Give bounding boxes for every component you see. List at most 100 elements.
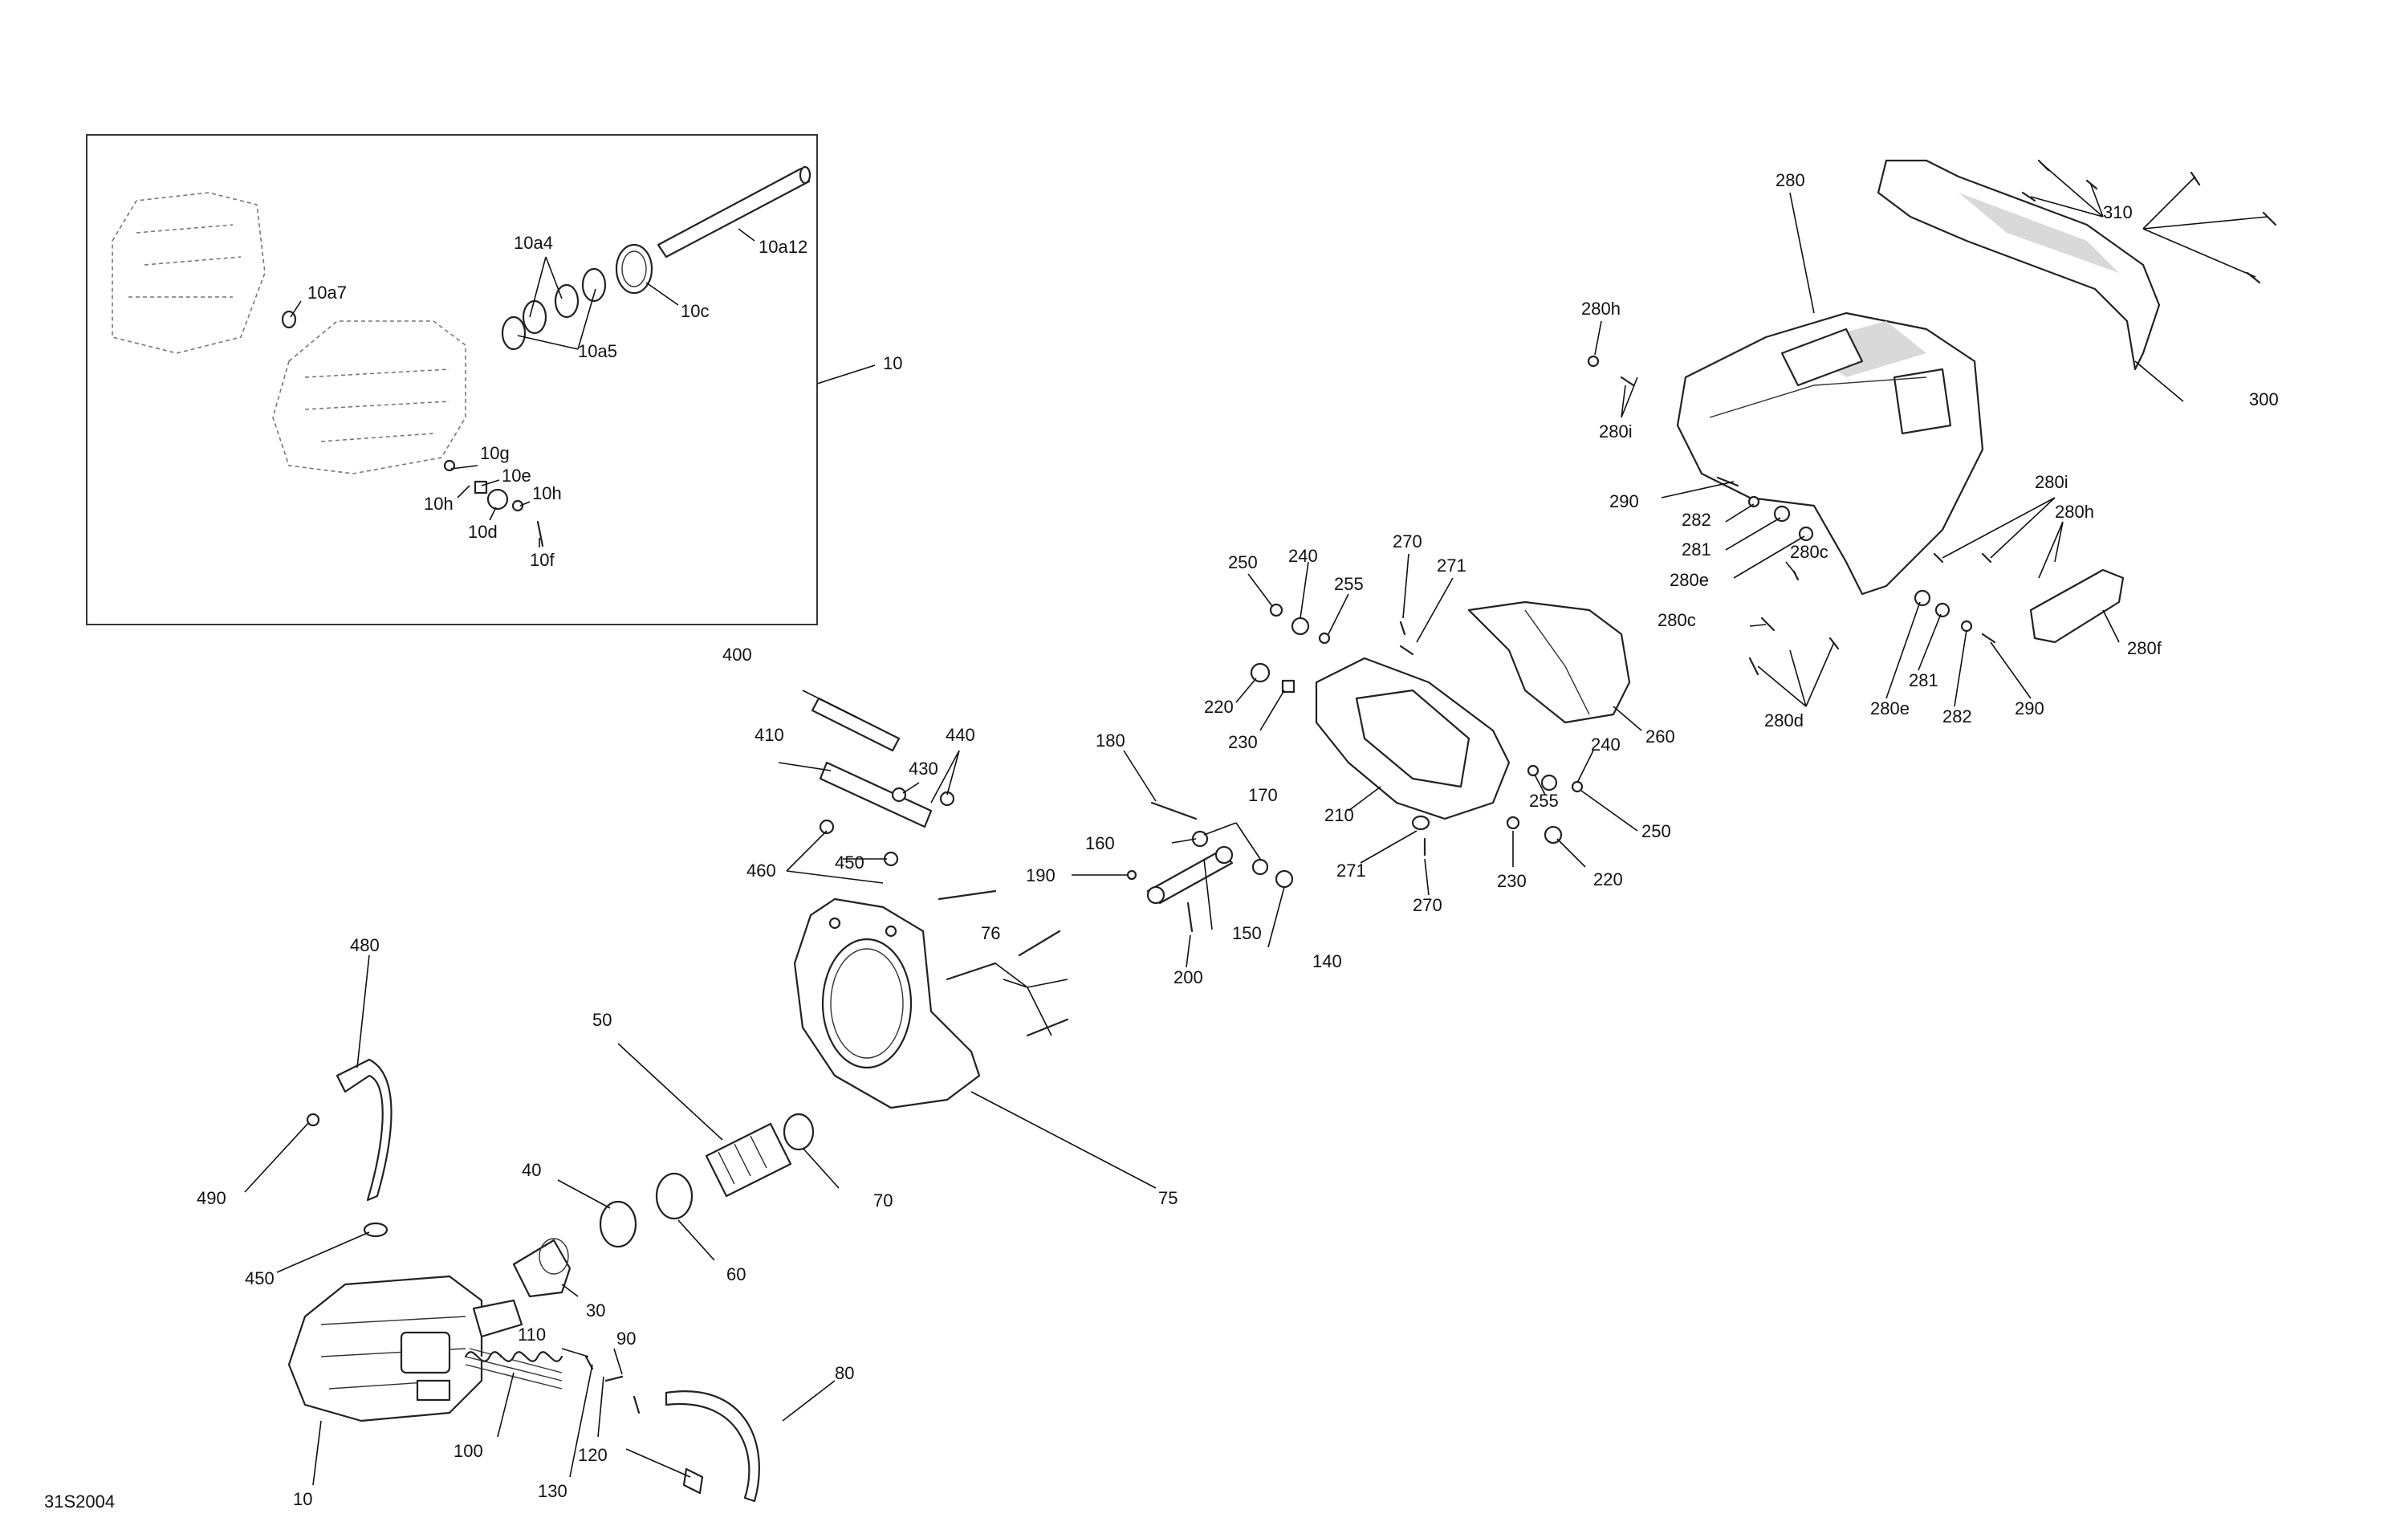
housing-ghost-front <box>272 320 466 474</box>
ring-10a4-a <box>522 299 547 335</box>
bolts-280i-right <box>1933 552 1992 564</box>
callout-60: 60 <box>726 1264 746 1284</box>
screw-10f <box>536 520 544 547</box>
callout-100: 100 <box>454 1441 483 1461</box>
callout-460: 460 <box>746 861 776 881</box>
callout-10a4: 10a4 <box>514 233 553 253</box>
rod-90 <box>604 1375 624 1382</box>
callout-140: 140 <box>1312 951 1342 971</box>
callout-280i-right: 280i <box>2035 472 2068 492</box>
callout-281-left: 281 <box>1682 539 1711 560</box>
bushing-240-right <box>1540 774 1558 791</box>
bolt-250-right <box>1571 780 1584 793</box>
callout-280i-left: 280i <box>1599 421 1633 442</box>
bracket-400 <box>811 697 901 752</box>
washer-430 <box>891 787 907 803</box>
clamp-70 <box>783 1113 815 1151</box>
bolt-250-top <box>1269 603 1283 617</box>
callout-75: 75 <box>1158 1188 1178 1208</box>
callout-10h-a: 10h <box>424 494 454 514</box>
bushing-220-top <box>1250 662 1271 683</box>
sleeve-230-right <box>1506 816 1520 830</box>
callout-10h-b: 10h <box>532 483 562 503</box>
bushing-281-right <box>1934 602 1950 618</box>
callout-250-top: 250 <box>1228 552 1258 572</box>
callout-255-top: 255 <box>1334 574 1364 594</box>
bracket-300 <box>1877 159 2161 371</box>
ring-10a4-b <box>554 283 580 319</box>
bushing-240-top <box>1291 617 1310 636</box>
callout-240-top: 240 <box>1288 546 1318 566</box>
callout-150: 150 <box>1232 923 1262 943</box>
callout-260: 260 <box>1645 726 1675 747</box>
callout-282-right: 282 <box>1942 706 1972 726</box>
callout-10a7: 10a7 <box>307 283 347 303</box>
bolt-290-left <box>1716 476 1739 487</box>
fitting-270-top <box>1399 621 1406 636</box>
callout-30: 30 <box>586 1300 605 1320</box>
callout-280d: 280d <box>1764 710 1804 730</box>
callout-80: 80 <box>835 1363 854 1383</box>
bushing-30 <box>512 1239 571 1298</box>
callout-430: 430 <box>909 759 938 779</box>
callout-230-top: 230 <box>1228 732 1258 752</box>
washer-282-left <box>1747 495 1760 508</box>
washer-282-right <box>1960 620 1973 633</box>
bushing-281-left <box>1773 505 1791 523</box>
callout-280c-top: 280c <box>1790 542 1828 562</box>
callout-10f: 10f <box>530 550 555 570</box>
clip-190 <box>1126 869 1137 881</box>
bolt-180 <box>1150 801 1198 820</box>
callout-255-right: 255 <box>1529 791 1559 811</box>
bellows-50 <box>705 1122 792 1198</box>
cover-280 <box>1676 311 1984 596</box>
callout-10a12: 10a12 <box>759 237 807 257</box>
washer-280e-right <box>1914 589 1931 607</box>
guard-260 <box>1467 600 1631 724</box>
clip-490 <box>306 1113 320 1127</box>
bracket-280f <box>2029 568 2125 644</box>
pin-110 <box>584 1355 594 1370</box>
callout-190: 190 <box>1026 865 1056 885</box>
callout-230-right: 230 <box>1497 871 1527 891</box>
washer-10g <box>443 459 456 472</box>
callout-280c-left: 280c <box>1658 610 1696 630</box>
spring-100 <box>464 1348 563 1390</box>
bolts-280d <box>1748 637 1840 676</box>
diagram-id: 31S2004 <box>44 1491 115 1512</box>
callout-280: 280 <box>1775 170 1805 190</box>
bushing-10e <box>474 480 488 494</box>
bearing-10d <box>486 488 509 511</box>
callout-280h-right: 280h <box>2055 502 2094 522</box>
callout-120: 120 <box>578 1445 608 1465</box>
callout-10-kit: 10 <box>883 353 902 373</box>
mounting-plate-75 <box>793 897 981 1109</box>
callout-440: 440 <box>946 725 975 745</box>
callout-110: 110 <box>518 1325 546 1345</box>
washer-255-top <box>1318 632 1331 645</box>
callout-270-bottom: 270 <box>1413 895 1442 915</box>
callout-10a5: 10a5 <box>578 341 617 361</box>
callout-170: 170 <box>1248 785 1278 805</box>
callout-labels: 10 10a4 10a5 10a7 10a12 10c 10g 10e 10h … <box>44 170 2279 1512</box>
callout-250-right: 250 <box>1641 821 1671 841</box>
callout-490: 490 <box>197 1188 226 1208</box>
callout-76: 76 <box>981 923 1000 943</box>
housing-assembly-10 <box>287 1275 523 1422</box>
callout-220-top: 220 <box>1204 697 1234 717</box>
callout-10-main: 10 <box>293 1489 312 1509</box>
callout-10g: 10g <box>480 443 510 463</box>
callout-410: 410 <box>755 725 784 745</box>
callout-300: 300 <box>2249 389 2279 409</box>
callout-280h-left: 280h <box>1581 299 1621 319</box>
callout-282-left: 282 <box>1682 510 1711 530</box>
callout-160: 160 <box>1085 833 1115 853</box>
callout-10c: 10c <box>681 301 709 321</box>
hose-480 <box>336 1058 393 1202</box>
callout-450-bottom: 450 <box>245 1268 275 1288</box>
callout-270-top: 270 <box>1393 531 1422 551</box>
bolt-290-right <box>1981 633 1996 644</box>
callout-280e-right: 280e <box>1870 698 1910 718</box>
washer-280h-left <box>1587 355 1600 368</box>
nut-271-bottom <box>1411 815 1430 831</box>
